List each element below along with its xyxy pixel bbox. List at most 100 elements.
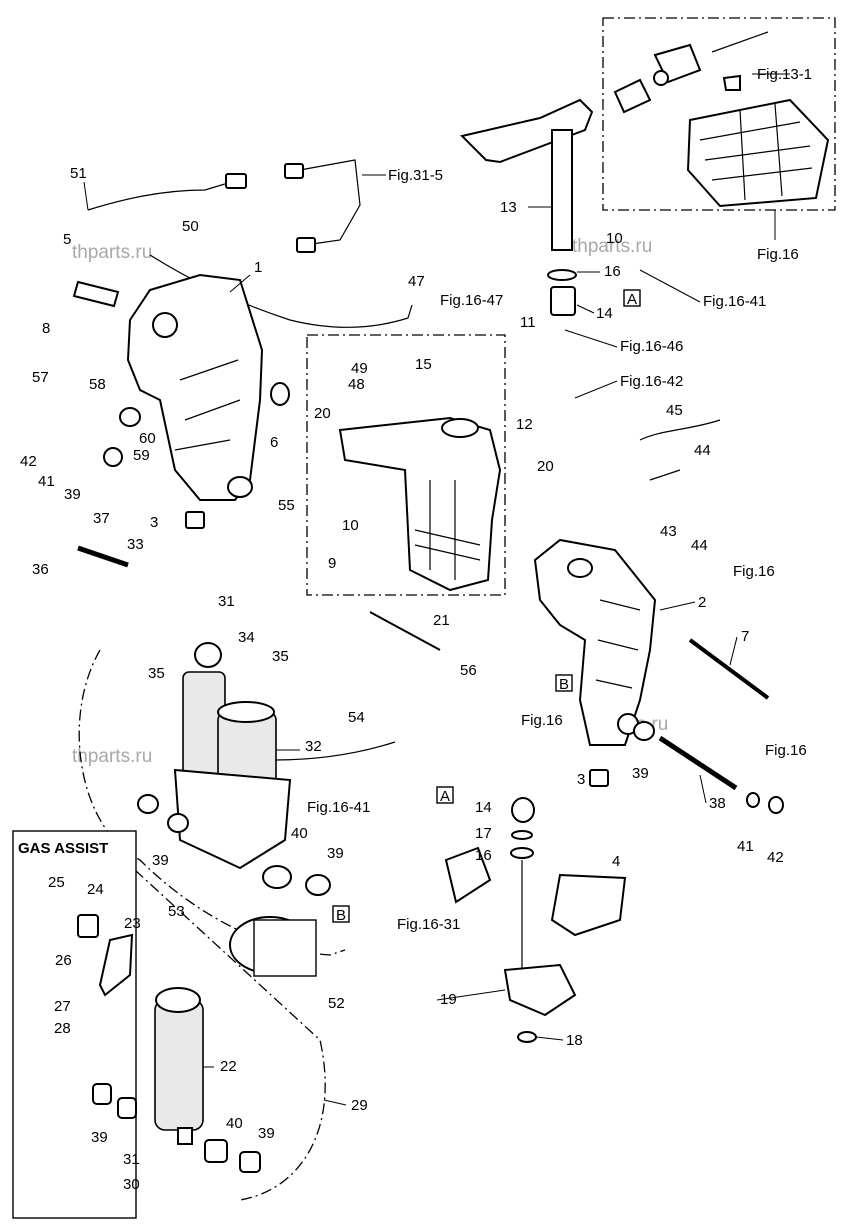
part-label: 37 [93, 510, 110, 527]
nut-42 [768, 796, 784, 814]
callout-a-box [623, 289, 641, 307]
ref-fig16-42: Fig.16-42 [620, 373, 683, 390]
part-label: 4 [612, 853, 620, 870]
mount-cover [550, 873, 627, 937]
part-label: 18 [566, 1032, 583, 1049]
connector [296, 237, 316, 253]
part-label: 5 [63, 231, 71, 248]
bushing-39-ptt [137, 794, 159, 814]
bushing-3 [185, 511, 205, 529]
motor-lead [274, 741, 396, 761]
clamp-bracket-2 [533, 538, 657, 746]
oring-17 [511, 830, 533, 840]
part-label: 54 [348, 709, 365, 726]
bolt-inset [711, 31, 769, 53]
bolt-5 [72, 280, 120, 308]
bushing-14b [511, 797, 535, 823]
leader [659, 601, 696, 611]
part-label: 25 [48, 874, 65, 891]
part-label: 32 [305, 738, 322, 755]
part-label: 17 [475, 825, 492, 842]
part-label: 41 [38, 473, 55, 490]
watermark: thparts.ru [572, 236, 652, 257]
callout-a: A [440, 788, 450, 805]
part-label: 3 [150, 514, 158, 531]
part-label: 49 [351, 360, 368, 377]
part-label: 39 [258, 1125, 275, 1142]
swivel-boss [441, 418, 479, 438]
ref-fig16-47: Fig.16-47 [440, 292, 503, 309]
connector [225, 173, 247, 189]
part-label: 6 [270, 434, 278, 451]
bushing-39-ptt-c [305, 874, 331, 896]
fig31-5-wire [299, 159, 361, 246]
part-label: 20 [537, 458, 554, 475]
part-label: 7 [741, 628, 749, 645]
part-label: 28 [54, 1020, 71, 1037]
callout-b-box [555, 674, 573, 692]
gas-assist-dashed-outline [134, 869, 326, 1201]
bushing-24 [77, 914, 99, 938]
callout-b-box [332, 905, 350, 923]
part-label: 40 [291, 825, 308, 842]
part-label: 51 [70, 165, 87, 182]
part-label: 22 [220, 1058, 237, 1075]
bracket-hole [152, 312, 178, 338]
leader [535, 1036, 564, 1041]
cap-60 [119, 407, 141, 427]
washer-41 [746, 792, 760, 808]
gas-cylinder-22 [154, 999, 204, 1131]
gas-assist-title: GAS ASSIST [18, 840, 108, 857]
part-label: 41 [737, 838, 754, 855]
part-label: 33 [127, 536, 144, 553]
part-label: 48 [348, 376, 365, 393]
leader [639, 269, 701, 303]
part-6 [270, 382, 290, 406]
bushing-39b [117, 1097, 137, 1119]
bracket-hole [227, 476, 253, 498]
ref-fig16-31: Fig.16-31 [397, 916, 460, 933]
leader [229, 274, 251, 293]
part-label: 40 [226, 1115, 243, 1132]
bushing-3b [589, 769, 609, 787]
part-label: 30 [123, 1176, 140, 1193]
part-label: 31 [123, 1151, 140, 1168]
tilt-tube-7 [688, 638, 770, 700]
part-label: 43 [660, 523, 677, 540]
leader [574, 380, 618, 399]
part-label: 27 [54, 998, 71, 1015]
washer-16 [547, 269, 577, 281]
part-label: 56 [460, 662, 477, 679]
part-label: 39 [632, 765, 649, 782]
connector [284, 163, 304, 179]
shaft-38 [658, 735, 738, 791]
part-label: 39 [152, 852, 169, 869]
leader [699, 774, 707, 804]
clamp-bracket-1 [126, 273, 264, 501]
figure-refs: Fig.31-5 Fig.16-47 Fig.16-41 Fig.16-46 F… [307, 167, 807, 933]
part-label: 36 [32, 561, 49, 578]
part-label: 8 [42, 320, 50, 337]
part-label: 23 [124, 915, 141, 932]
clamp-bracket-right [533, 419, 721, 746]
washer-16b [510, 847, 534, 859]
part-label: 50 [182, 218, 199, 235]
watermark: thparts.ru [72, 746, 152, 767]
part-label: 57 [32, 369, 49, 386]
steering-arm-group [460, 98, 594, 316]
part-label: 2 [698, 594, 706, 611]
bushing-35 [194, 642, 222, 668]
trim-sender-wire [149, 254, 413, 328]
part-label: 44 [691, 537, 708, 554]
nut-inset [722, 74, 741, 91]
washer-18 [517, 1031, 537, 1043]
bracket-hole [567, 558, 593, 578]
part-label: 45 [666, 402, 683, 419]
ref-fig16-46: Fig.16-46 [620, 338, 683, 355]
ref-fig16-top: Fig.16 [757, 246, 799, 263]
bushing-39-ptt-b [167, 813, 189, 833]
part-label: 19 [440, 991, 457, 1008]
cover-plate [444, 846, 492, 904]
motor-top [217, 701, 275, 723]
